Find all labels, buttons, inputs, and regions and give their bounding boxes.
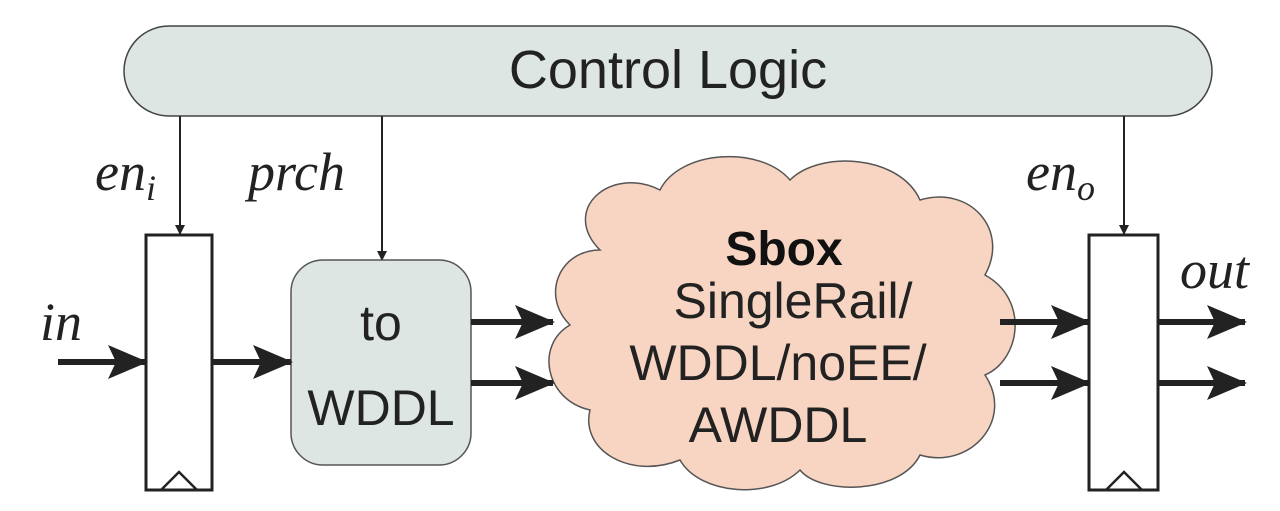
en-i-label: eni [95,142,156,208]
sbox-cloud: Sbox SingleRail/ WDDL/noEE/ AWDDL [548,155,1016,491]
input-register [144,233,214,492]
out-label: out [1180,240,1251,300]
en-o-base: en [1026,142,1077,202]
en-o-sub: o [1077,168,1095,208]
prch-label: prch [244,142,345,202]
output-register-clock-icon [1105,470,1143,491]
sbox-line-2: WDDL/noEE/ [629,335,926,391]
en-o-label: eno [1026,142,1095,208]
control-logic-label: Control Logic [509,40,827,100]
en-i-base: en [95,142,146,202]
input-register-clock-icon [160,470,198,491]
to-wddl-line1: to [360,295,402,351]
to-wddl-block: to WDDL [290,259,472,466]
sbox-line-3: AWDDL [689,397,868,453]
output-register [1087,233,1160,492]
en-i-sub: i [146,168,156,208]
control-logic-block: Control Logic [123,25,1213,117]
sbox-line-1: SingleRail/ [673,273,912,329]
in-label: in [40,292,82,352]
sbox-title: Sbox [725,223,843,276]
to-wddl-line2: WDDL [307,380,454,436]
